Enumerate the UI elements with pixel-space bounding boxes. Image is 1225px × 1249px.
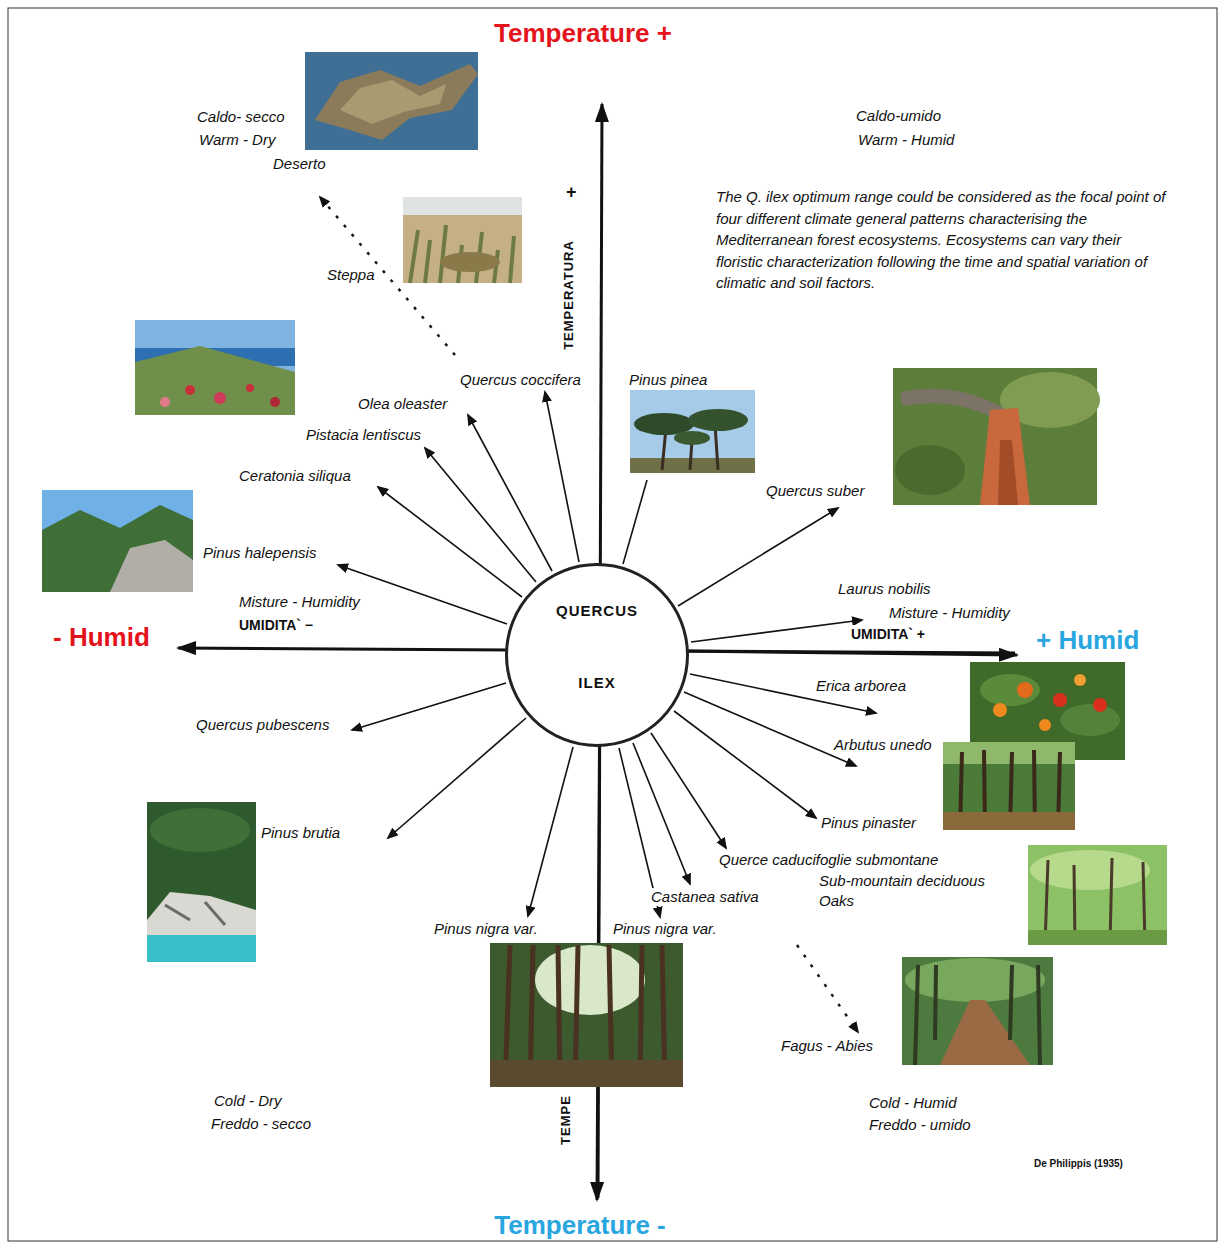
plant-label: Arbutus unedo: [833, 736, 933, 754]
plant-label: Pinus pinea: [628, 371, 708, 389]
photo-brutia: [147, 802, 256, 962]
plant-label: Freddo - secco: [210, 1115, 312, 1133]
plant-label: Pinus brutia: [260, 824, 341, 842]
photo-deciduous: [1028, 845, 1167, 945]
plant-label: Caldo- secco: [196, 108, 286, 126]
leader-arrow: [651, 733, 726, 848]
photo-island: [305, 52, 478, 150]
dotted-arrow: [797, 945, 858, 1032]
photo-steppe: [403, 197, 522, 283]
plant-label: Caldo-umido: [855, 107, 942, 125]
leader-arrow: [338, 565, 507, 624]
leader-arrow: [691, 620, 862, 642]
leader-arrow: [388, 718, 526, 838]
plant-label: Quercus coccifera: [459, 371, 582, 389]
plant-label: Erica arborea: [815, 677, 907, 695]
leader-arrow: [684, 692, 856, 766]
photo-cork-oak: [893, 368, 1100, 505]
plant-label: Pinus pinaster: [820, 814, 917, 832]
rays: [320, 197, 876, 1032]
species-name: QUERCUS ILEX: [552, 575, 642, 719]
plant-label: Deserto: [272, 155, 327, 173]
leader-arrow: [378, 487, 522, 597]
leader-arrow: [352, 683, 506, 730]
axis-label: +: [565, 183, 578, 201]
leader-arrow: [528, 747, 573, 916]
plant-label: Fagus - Abies: [780, 1037, 874, 1055]
plant-label: Pinus nigra var.: [612, 920, 718, 938]
plant-label: Warm - Humid: [857, 131, 955, 149]
frame: [8, 8, 1217, 1241]
plant-label: Ceratonia siliqua: [238, 467, 352, 485]
plant-label: Misture - Humidity: [238, 593, 361, 611]
axis-label: UMIDITA` +: [850, 625, 926, 643]
center-circle: QUERCUS ILEX: [505, 563, 689, 747]
plant-label: Quercus pubescens: [195, 716, 330, 734]
plant-label: Freddo - umido: [868, 1116, 972, 1134]
plant-label: Misture - Humidity: [888, 604, 1011, 622]
leader-arrow: [633, 743, 690, 884]
plant-label: Querce caducifoglie submontane: [718, 851, 939, 869]
plant-label: Castanea sativa: [650, 888, 760, 906]
source-credit: De Philippis (1935): [1033, 1158, 1124, 1170]
photo-pinus-nigra: [490, 943, 683, 1087]
photo-halepensis: [42, 490, 193, 592]
axis-label: UMIDITA` −: [238, 616, 314, 634]
plant-label: Cold - Dry: [213, 1092, 283, 1110]
axis-label: - Humid: [52, 622, 151, 652]
plant-label: Laurus nobilis: [837, 580, 932, 598]
axis-label: TEMPE: [557, 1094, 575, 1146]
leader-arrow: [468, 415, 552, 571]
axis-label: + Humid: [1035, 625, 1140, 655]
plant-label: Olea oleaster: [357, 395, 448, 413]
photo-fagus: [902, 957, 1053, 1065]
plant-label: Sub-mountain deciduous Oaks: [818, 871, 1015, 911]
plant-label: Warm - Dry: [198, 131, 276, 149]
plant-label: Pistacia lentiscus: [305, 426, 422, 444]
leader-arrow: [545, 392, 579, 562]
axis-label: Temperature +: [493, 18, 673, 48]
plant-label: Pinus halepensis: [202, 544, 317, 562]
axis-label: TEMPERATURA: [560, 239, 578, 351]
plant-label: Cold - Humid: [868, 1094, 958, 1112]
plant-label: Quercus suber: [765, 482, 865, 500]
axis-label: Temperature -: [493, 1210, 666, 1240]
photo-pinea: [630, 390, 755, 473]
plant-label: Steppa: [326, 266, 376, 284]
photo-coast: [135, 320, 295, 415]
note-text: The Q. ilex optimum range could be consi…: [715, 186, 1169, 294]
leader-line: [623, 480, 647, 564]
plant-label: Pinus nigra var.: [433, 920, 539, 938]
leader-arrow: [678, 508, 838, 606]
photo-pinaster: [943, 742, 1075, 830]
leader-arrow: [425, 448, 536, 582]
